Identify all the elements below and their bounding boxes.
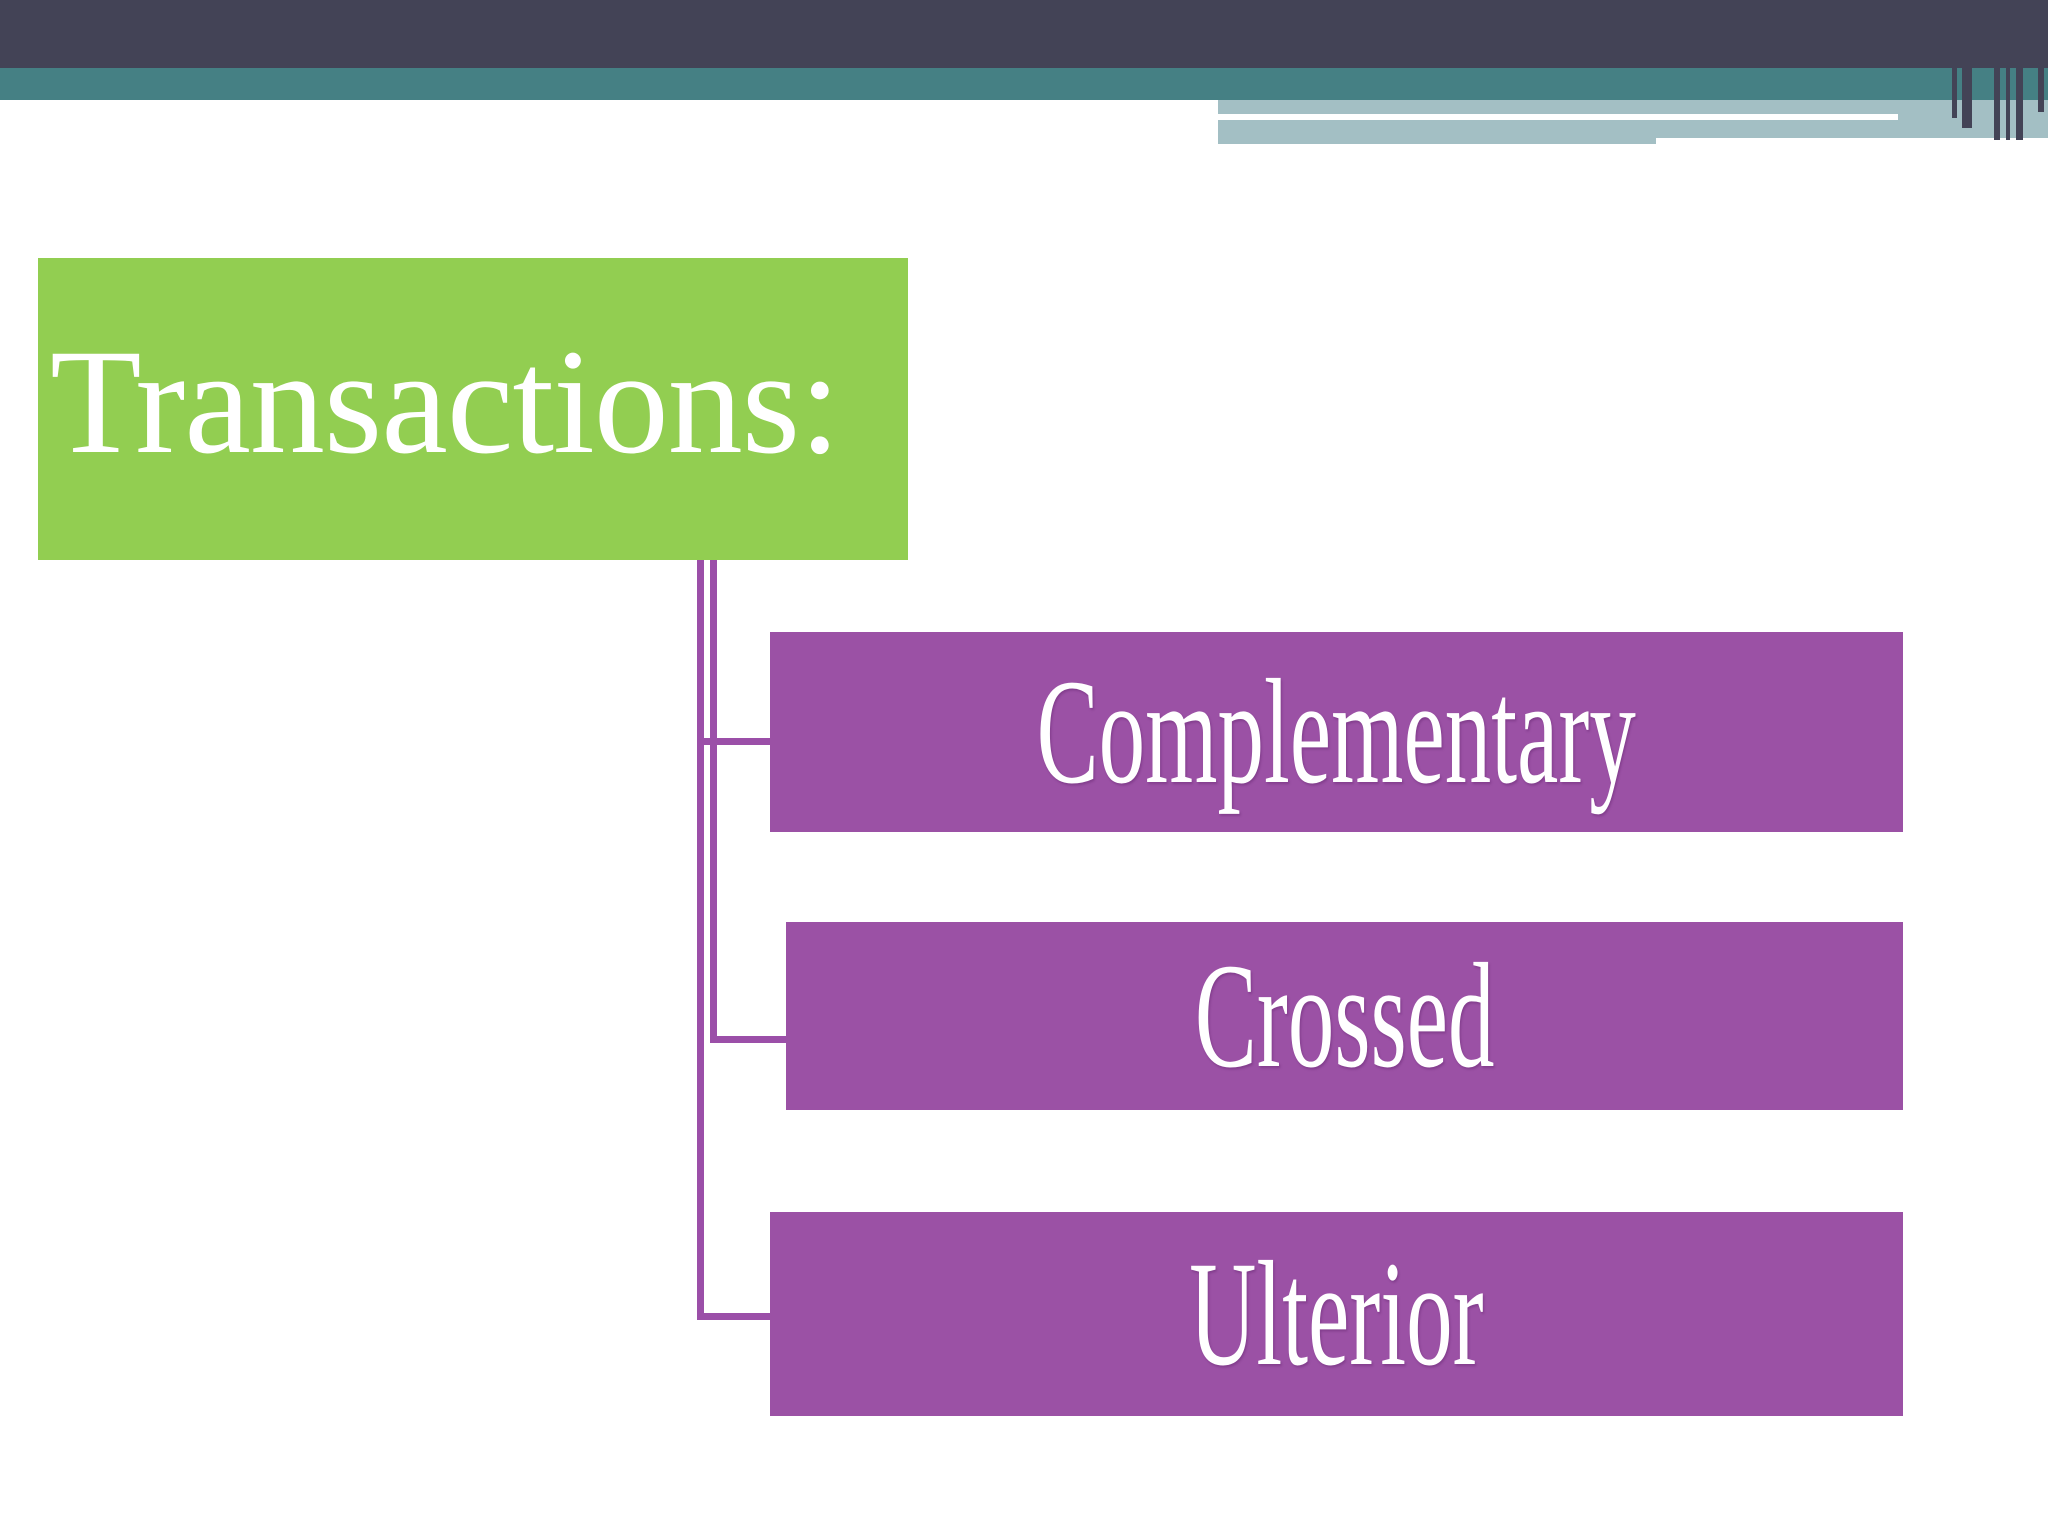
connector-branch-complementary <box>697 738 787 745</box>
node-box-complementary[interactable]: Complementary <box>770 632 1903 832</box>
node-label-crossed: Crossed <box>1194 933 1495 1099</box>
node-label-complementary: Complementary <box>1036 649 1637 815</box>
header-band-white-gap-upper <box>1218 114 1898 120</box>
node-box-crossed[interactable]: Crossed <box>786 922 1903 1110</box>
header-vertical-stripe-5 <box>2016 0 2023 140</box>
slide-title-box: Transactions: <box>38 258 908 560</box>
header-vertical-stripe-3 <box>1994 0 2000 140</box>
page-title: Transactions: <box>50 319 841 485</box>
header-vertical-stripe-6 <box>2038 0 2044 112</box>
node-label-ulterior: Ulterior <box>1189 1231 1484 1397</box>
header-band-white-gap-lower <box>1656 138 2048 148</box>
header-vertical-stripe-1 <box>1952 0 1957 118</box>
header-vertical-stripe-2 <box>1962 0 1972 128</box>
node-box-ulterior[interactable]: Ulterior <box>770 1212 1903 1416</box>
header-band-teal <box>0 68 2048 100</box>
connector-vertical-main <box>697 560 704 1320</box>
header-band-light-teal-upper <box>1218 100 2048 118</box>
header-band-dark <box>0 0 2048 68</box>
header-vertical-stripe-4 <box>2006 0 2010 140</box>
connector-branch-ulterior <box>697 1313 787 1320</box>
connector-branch-crossed <box>710 1036 793 1043</box>
connector-vertical-secondary <box>710 560 717 1042</box>
